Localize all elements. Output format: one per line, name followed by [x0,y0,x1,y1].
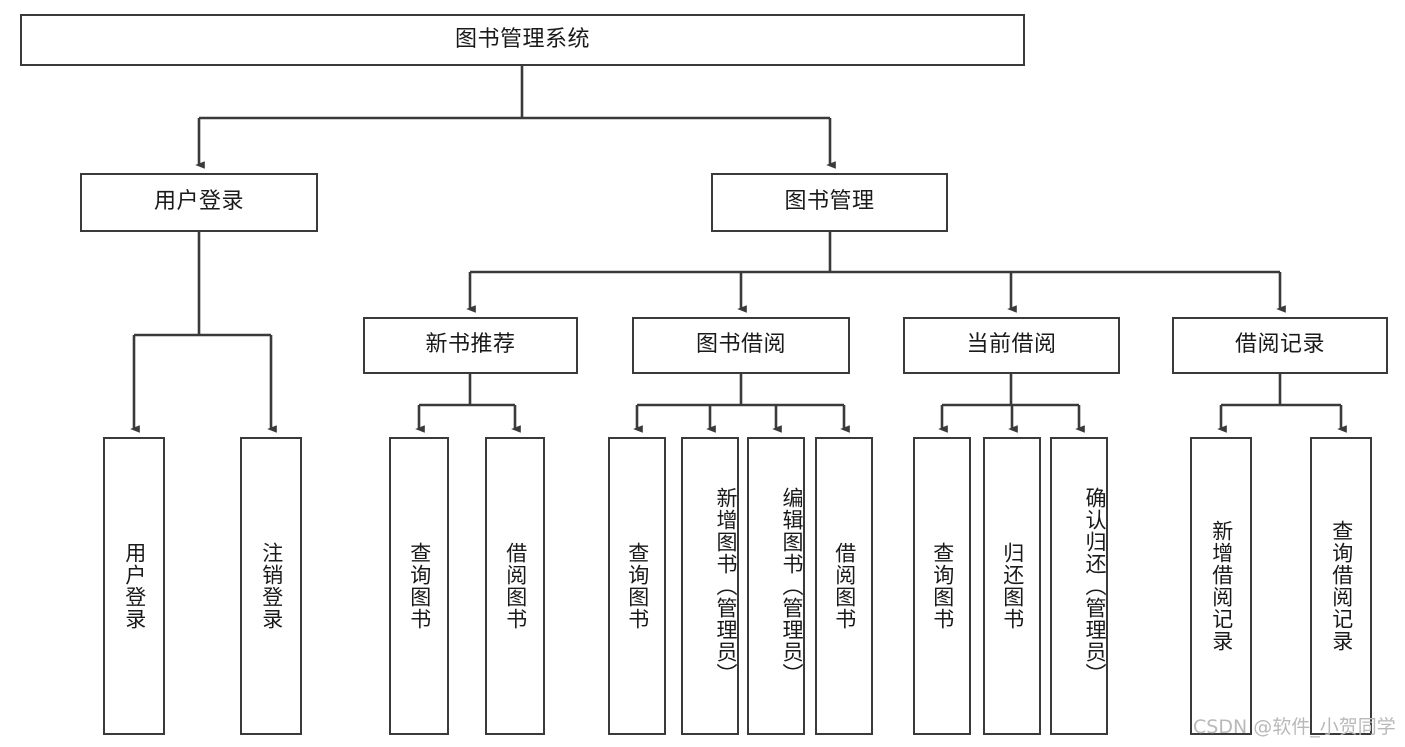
node-leaf-confirm-return-admin[interactable]: 确认归还（管理员） [1050,437,1108,735]
node-leaf-query-book-cb-label: 查询图书 [930,542,955,630]
node-borrow-record[interactable]: 借阅记录 [1172,317,1388,374]
node-leaf-return-book-label: 归还图书 [1000,542,1025,630]
node-book-borrow[interactable]: 图书借阅 [632,317,850,374]
node-leaf-borrow-book-nbr-label: 借阅图书 [503,542,528,630]
node-leaf-logout[interactable]: 注销登录 [240,437,302,735]
node-leaf-edit-book-admin-label: 编辑图书（管理员） [780,487,804,685]
node-root-system[interactable]: 图书管理系统 [20,14,1025,66]
node-root-label: 图书管理系统 [454,26,590,52]
node-leaf-borrow-book-bb[interactable]: 借阅图书 [815,437,873,735]
node-book-borrow-label: 图书借阅 [695,332,786,358]
node-leaf-user-login-label: 用户登录 [122,542,147,630]
node-borrow-record-label: 借阅记录 [1234,332,1325,358]
node-user-login[interactable]: 用户登录 [80,173,318,232]
node-leaf-confirm-return-admin-label: 确认归还（管理员） [1083,487,1107,685]
node-leaf-add-book-admin[interactable]: 新增图书（管理员） [681,437,739,735]
node-leaf-query-borrow-record-label: 查询借阅记录 [1329,520,1354,652]
node-leaf-query-book-bb-label: 查询图书 [625,542,650,630]
node-new-book-recommend-label: 新书推荐 [425,332,516,358]
node-leaf-query-book-nbr[interactable]: 查询图书 [389,437,449,735]
watermark-csdn: CSDN @软件_小贺同学 [1193,716,1396,738]
node-leaf-add-book-admin-label: 新增图书（管理员） [714,487,738,685]
node-leaf-borrow-book-bb-label: 借阅图书 [832,542,857,630]
node-leaf-user-login[interactable]: 用户登录 [103,437,165,735]
node-current-borrow[interactable]: 当前借阅 [903,317,1120,374]
node-leaf-add-borrow-record[interactable]: 新增借阅记录 [1190,437,1252,735]
node-leaf-query-book-cb[interactable]: 查询图书 [913,437,971,735]
node-leaf-borrow-book-nbr[interactable]: 借阅图书 [485,437,545,735]
node-leaf-logout-label: 注销登录 [259,542,284,630]
node-leaf-query-borrow-record[interactable]: 查询借阅记录 [1310,437,1372,735]
node-new-book-recommend[interactable]: 新书推荐 [363,317,578,374]
node-user-login-label: 用户登录 [153,189,244,215]
node-current-borrow-label: 当前借阅 [966,332,1057,358]
node-book-management[interactable]: 图书管理 [711,173,948,232]
node-leaf-query-book-bb[interactable]: 查询图书 [608,437,666,735]
node-book-management-label: 图书管理 [784,189,875,215]
node-leaf-add-borrow-record-label: 新增借阅记录 [1209,520,1234,652]
node-leaf-query-book-nbr-label: 查询图书 [407,542,432,630]
node-leaf-return-book[interactable]: 归还图书 [983,437,1041,735]
node-leaf-edit-book-admin[interactable]: 编辑图书（管理员） [747,437,805,735]
